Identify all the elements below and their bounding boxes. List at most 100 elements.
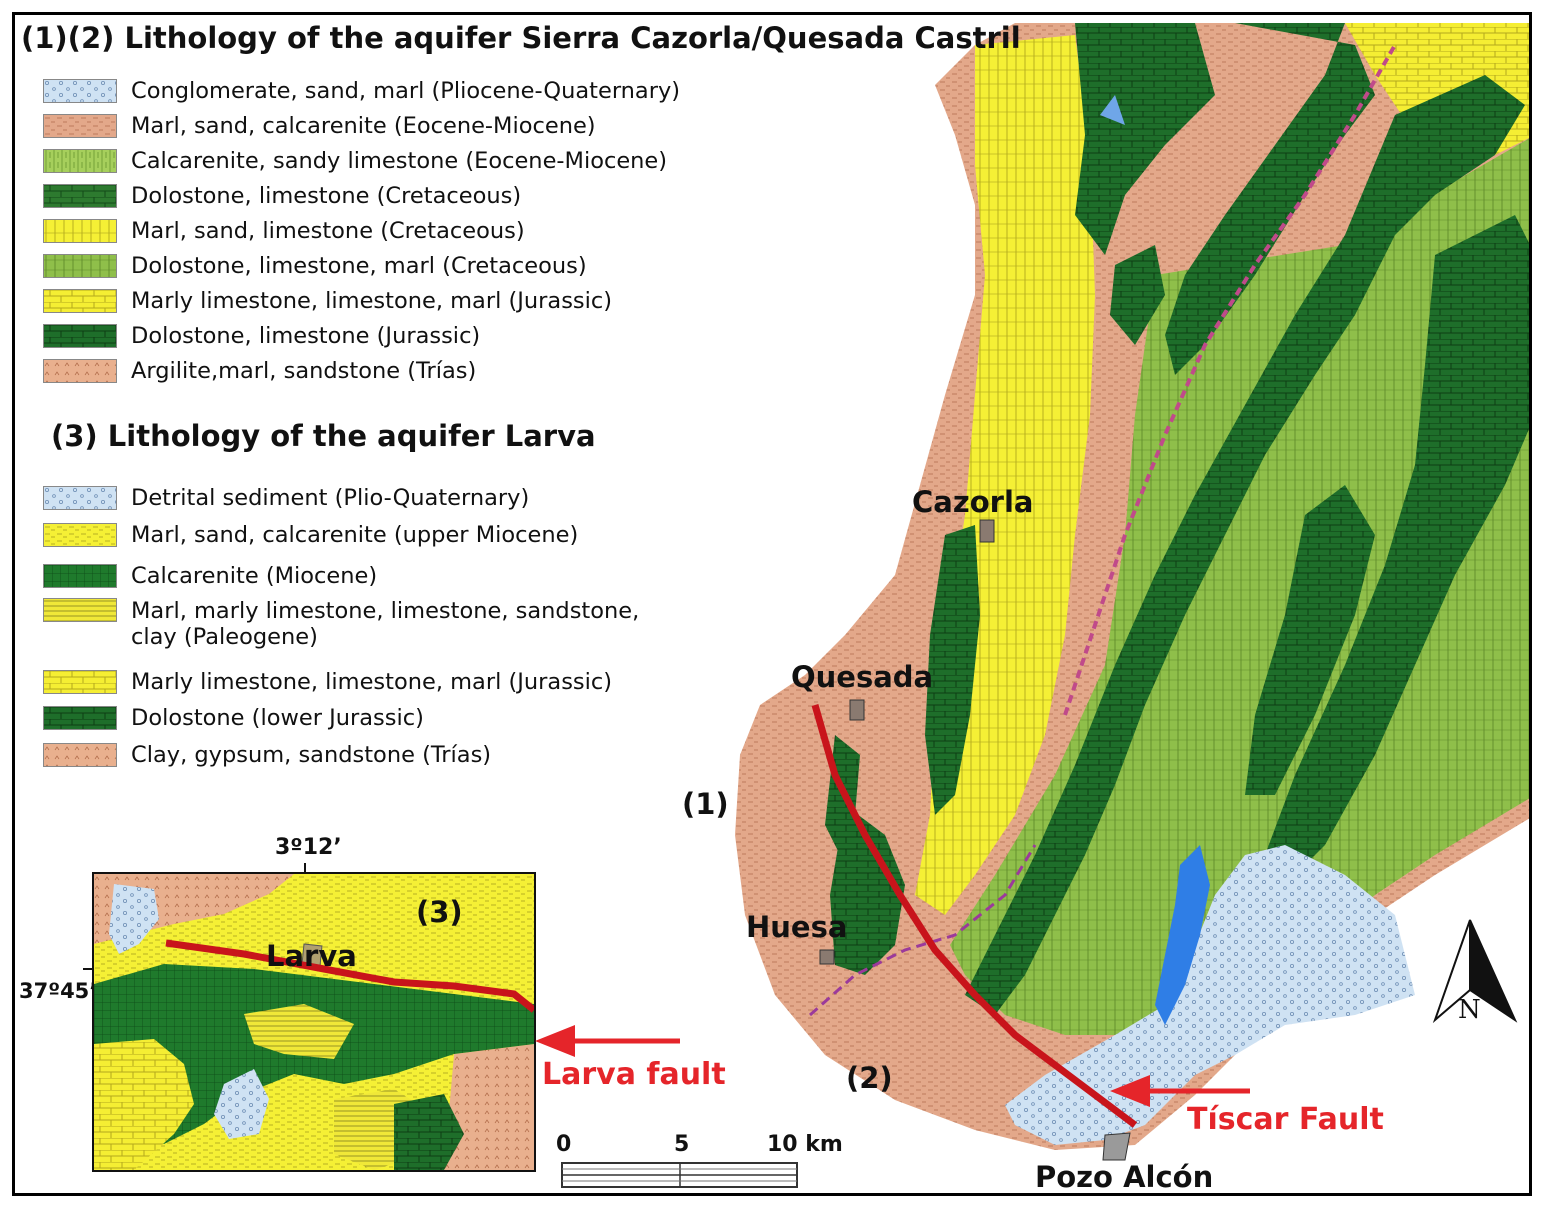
- legend-label-wrap: Dolostone (lower Jurassic): [131, 705, 424, 731]
- legend-item: Detrital sediment (Plio-Quaternary): [43, 485, 529, 511]
- inset-sector-label-3: (3): [416, 895, 463, 929]
- legend-label: Argilite,marl, sandstone (Trías): [131, 358, 477, 384]
- legend-label: Marl, sand, calcarenite (upper Miocene): [131, 522, 579, 548]
- larva-fault-line: [165, 939, 534, 1013]
- legend-label: Dolostone, limestone (Cretaceous): [131, 183, 522, 209]
- legend-label-wrap: Argilite,marl, sandstone (Trías): [131, 358, 476, 384]
- north-label: N: [1458, 995, 1481, 1025]
- legend-swatch: [43, 706, 117, 730]
- legend-item: Dolostone, limestone (Jurassic): [43, 323, 480, 349]
- legend-label-wrap: Calcarenite (Miocene): [131, 563, 377, 589]
- legend-label: Conglomerate, sand, marl (Pliocene-Quate…: [131, 78, 681, 104]
- legend-label-wrap: Marl, sand, calcarenite (Eocene-Miocene): [131, 113, 596, 139]
- sector-label-2: (2): [846, 1061, 893, 1095]
- scale-bar: [561, 1162, 798, 1188]
- legend-label-wrap: Marl, sand, limestone (Cretaceous): [131, 218, 525, 244]
- legend-item: Dolostone (lower Jurassic): [43, 705, 424, 731]
- scale-tick-10: 10 km: [767, 1132, 843, 1157]
- legend-label: Dolostone (lower Jurassic): [131, 705, 424, 731]
- geological-map: [561, 23, 1529, 1188]
- tiscar-fault-line: [811, 704, 1138, 1128]
- legend-label-wrap: Marly limestone, limestone, marl (Jurass…: [131, 288, 612, 314]
- legend-label: Marly limestone, limestone, marl (Jurass…: [131, 669, 613, 695]
- legend-swatch: [43, 184, 117, 208]
- tiscar-fault-arrow: [1110, 1075, 1250, 1107]
- legend-item: Marl, sand, calcarenite (upper Miocene): [43, 522, 578, 548]
- legend-swatch: [43, 564, 117, 588]
- map-unit-quaternary: [1005, 845, 1415, 1145]
- reservoir-north: [1100, 95, 1125, 125]
- legend-item: Marl, sand, limestone (Cretaceous): [43, 218, 525, 244]
- legend-swatch: [43, 598, 117, 622]
- inset-longitude-label: 3º12’: [275, 835, 342, 860]
- figure-frame: (1)(2) Lithology of the aquifer Sierra C…: [12, 12, 1532, 1196]
- scale-tick-0: 0: [556, 1132, 572, 1157]
- legend-label-wrap: Dolostone, limestone (Jurassic): [131, 323, 480, 349]
- legend-swatch: [43, 743, 117, 767]
- inset-unit-detrital: [109, 884, 159, 954]
- legend-item: Dolostone, limestone (Cretaceous): [43, 183, 521, 209]
- legend-item: Dolostone, limestone, marl (Cretaceous): [43, 253, 587, 279]
- legend-item: Marl, marly limestone, limestone, sandst…: [43, 598, 639, 650]
- sector-label-1: (1): [682, 787, 729, 821]
- inset-latitude-label: 37º45’: [19, 979, 98, 1003]
- legend-item: Argilite,marl, sandstone (Trías): [43, 358, 476, 384]
- inset-unit-dolostone: [394, 1094, 464, 1170]
- town-pozo-alcon-marker: [1102, 1132, 1131, 1161]
- inset-unit-detrital-2: [214, 1069, 269, 1139]
- legend-swatch: [43, 359, 117, 383]
- town-quesada-marker: [849, 699, 865, 721]
- town-label-pozo-alcon: Pozo Alcón: [1035, 1160, 1214, 1194]
- town-huesa-marker: [819, 949, 835, 965]
- legend-swatch: [43, 79, 117, 103]
- inset-map-drawing: [94, 874, 534, 1170]
- legend-label: Detrital sediment (Plio-Quaternary): [131, 485, 530, 511]
- legend-label-wrap: Clay, gypsum, sandstone (Trías): [131, 742, 491, 768]
- legend-label-wrap: Marl, sand, calcarenite (upper Miocene): [131, 522, 578, 548]
- inset-unit-jurassic: [94, 1039, 194, 1170]
- inset-unit-paleogene: [244, 1004, 354, 1059]
- reservoir: [1155, 845, 1210, 1025]
- inset-unit-trias-2: [444, 1044, 534, 1170]
- legend-swatch: [43, 254, 117, 278]
- legend-item: Conglomerate, sand, marl (Pliocene-Quate…: [43, 78, 680, 104]
- legend-swatch: [43, 324, 117, 348]
- legend-label: Marly limestone, limestone, marl (Jurass…: [131, 288, 613, 314]
- legend-label-wrap: Detrital sediment (Plio-Quaternary): [131, 485, 529, 511]
- inset-ticks: [83, 863, 306, 970]
- legend-item: Calcarenite, sandy limestone (Eocene-Mio…: [43, 148, 667, 174]
- legend-label: Marl, sand, calcarenite (Eocene-Miocene): [131, 113, 596, 139]
- legend-item: Marly limestone, limestone, marl (Jurass…: [43, 288, 612, 314]
- town-label-cazorla: Cazorla: [912, 485, 1034, 519]
- legend-label-wrap: Marly limestone, limestone, marl (Jurass…: [131, 669, 612, 695]
- legend-label: Dolostone, limestone, marl (Cretaceous): [131, 253, 587, 279]
- tiscar-fault-label: Tíscar Fault: [1187, 1102, 1384, 1137]
- scale-tick-5: 5: [674, 1132, 690, 1157]
- legend-label-line2: clay (Paleogene): [131, 624, 318, 650]
- legend-swatch: [43, 486, 117, 510]
- legend-label: Calcarenite, sandy limestone (Eocene-Mio…: [131, 148, 668, 174]
- legend-swatch: [43, 219, 117, 243]
- inset-town-label-larva: Larva: [266, 939, 357, 973]
- legend-label: Marl, marly limestone, limestone, sandst…: [131, 598, 640, 624]
- town-cazorla-marker: [979, 519, 995, 543]
- legend-label-wrap: Marl, marly limestone, limestone, sandst…: [131, 598, 639, 650]
- map-units-dolostone: [825, 23, 1529, 1055]
- thrust-line-south: [809, 844, 1037, 1017]
- town-label-quesada: Quesada: [791, 660, 934, 694]
- larva-fault-label: Larva fault: [542, 1057, 726, 1092]
- town-label-huesa: Huesa: [746, 910, 848, 944]
- legend-label-wrap: Conglomerate, sand, marl (Pliocene-Quate…: [131, 78, 680, 104]
- legend-label-wrap: Dolostone, limestone (Cretaceous): [131, 183, 521, 209]
- legend2-title: (3) Lithology of the aquifer Larva: [51, 419, 596, 453]
- legend-swatch: [43, 149, 117, 173]
- legend-item: Clay, gypsum, sandstone (Trías): [43, 742, 491, 768]
- legend-item: Calcarenite (Miocene): [43, 563, 377, 589]
- thrust-line: [1063, 44, 1397, 716]
- legend-swatch: [43, 289, 117, 313]
- legend-swatch: [43, 670, 117, 694]
- legend-label-wrap: Dolostone, limestone, marl (Cretaceous): [131, 253, 587, 279]
- legend-label: Marl, sand, limestone (Cretaceous): [131, 218, 525, 244]
- legend1-title: (1)(2) Lithology of the aquifer Sierra C…: [21, 21, 1021, 55]
- legend-label-wrap: Calcarenite, sandy limestone (Eocene-Mio…: [131, 148, 667, 174]
